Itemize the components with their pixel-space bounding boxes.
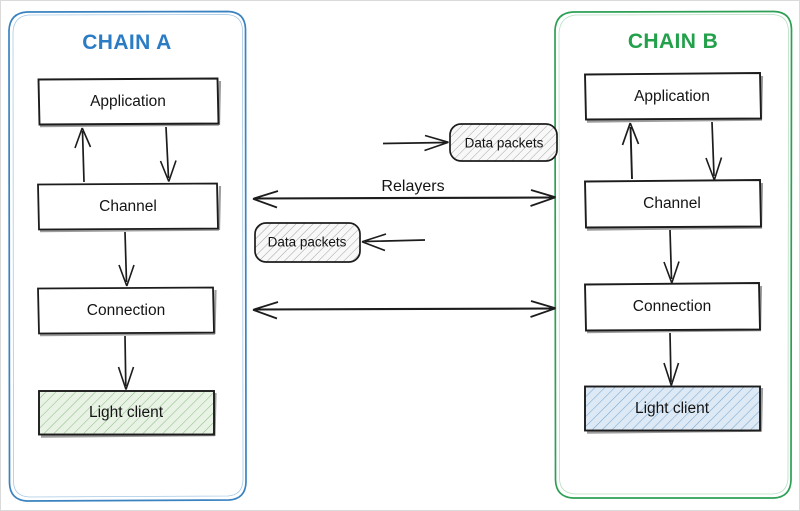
arrow-a-connection-to-light-client [117, 335, 135, 390]
data-packet-box-bottom [254, 222, 361, 263]
chain-b-box-application [584, 72, 764, 123]
relayer-channel-link-arrow[interactable] [252, 189, 556, 209]
chain-b-box-light-client [584, 385, 764, 434]
arrow-b-channel-to-application [621, 122, 640, 180]
chain-b-frame [554, 10, 793, 499]
chain-a-box-application [37, 77, 222, 128]
packet-top-feed-arrow [382, 134, 449, 152]
arrow-a-application-to-channel [159, 126, 177, 182]
arrow-b-application-to-channel [705, 121, 723, 181]
chain-a-box-connection [37, 286, 217, 337]
relayer-connection-link-arrow[interactable] [252, 300, 556, 320]
chain-b-box-channel [584, 179, 764, 231]
packet-bottom-feed-arrow [361, 233, 426, 252]
arrow-b-connection-to-light-client [663, 332, 680, 386]
arrow-b-channel-to-connection [663, 229, 680, 284]
arrow-a-channel-to-application [74, 127, 92, 183]
chain-b-box-connection [584, 282, 763, 334]
data-packet-box-top [449, 123, 558, 162]
chain-a-frame [8, 10, 247, 502]
arrow-a-channel-to-connection [118, 231, 135, 287]
chain-a-box-light-client [38, 390, 217, 438]
chain-a-box-channel [37, 182, 222, 233]
